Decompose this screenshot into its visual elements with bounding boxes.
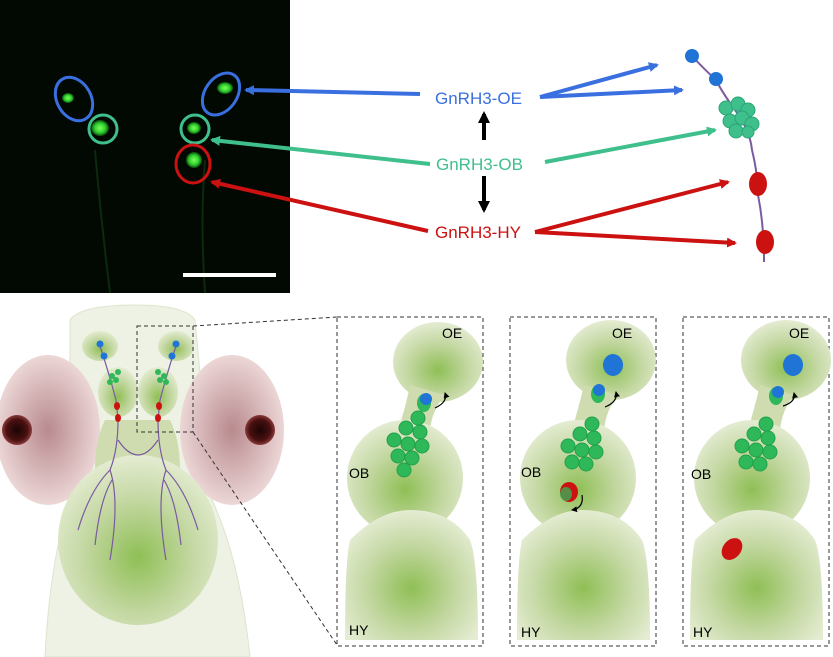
panel-2-oe: OE bbox=[612, 325, 632, 341]
blue-cell bbox=[685, 49, 699, 63]
gfp-cell bbox=[217, 82, 233, 94]
red-cell bbox=[749, 172, 767, 196]
panel-3-oe: OE bbox=[789, 325, 809, 341]
zoom-box bbox=[136, 325, 194, 433]
gfp-cell bbox=[91, 120, 109, 136]
label-gnrh3-ob: GnRH3-OB bbox=[436, 155, 523, 174]
gfp-cell bbox=[62, 93, 74, 103]
fish-head-schematic bbox=[0, 304, 338, 657]
panel-2-ob: OB bbox=[521, 464, 541, 480]
ob-arrow-to-image bbox=[210, 135, 431, 166]
hy-cells bbox=[114, 402, 162, 422]
hy-arrow-2 bbox=[534, 230, 737, 248]
hy-circle-right bbox=[174, 143, 212, 185]
panel-1-oe: OE bbox=[442, 325, 462, 341]
micrograph bbox=[0, 0, 290, 294]
panel-2: OE OB HY bbox=[509, 316, 657, 647]
right-pupil bbox=[245, 415, 275, 445]
panel-1: OE OB HY bbox=[336, 316, 484, 647]
micrograph-background bbox=[0, 0, 290, 293]
red-cell bbox=[756, 230, 774, 254]
green-cell-cluster bbox=[718, 96, 760, 139]
panel-1-hy: HY bbox=[349, 622, 369, 638]
panel-3-ob: OB bbox=[691, 466, 711, 482]
ob-circle-left bbox=[87, 113, 119, 145]
panel-1-ob: OB bbox=[349, 465, 369, 481]
gnrh-diagram: GnRH3-OE GnRH3-OB GnRH3-HY bbox=[210, 49, 774, 263]
axon-path bbox=[691, 55, 765, 263]
right-ob bbox=[138, 367, 178, 417]
ob-cells bbox=[107, 369, 169, 385]
ob-arrow bbox=[544, 126, 717, 164]
midbrain bbox=[58, 455, 218, 625]
label-gnrh3-oe: GnRH3-OE bbox=[435, 89, 522, 108]
right-eye bbox=[180, 355, 284, 505]
panel-3: OE OB HY bbox=[682, 316, 831, 647]
oe-arrow-1 bbox=[539, 62, 659, 99]
oe-arrow-to-image bbox=[244, 85, 421, 96]
oe-arrow-2 bbox=[539, 85, 684, 99]
oe-circle-right bbox=[200, 71, 242, 117]
hy-arrow-to-image bbox=[210, 178, 429, 233]
left-eye bbox=[0, 355, 100, 505]
zoom-line-bottom bbox=[192, 431, 338, 646]
left-ob bbox=[98, 367, 138, 417]
ob-circle-right bbox=[179, 113, 211, 145]
gnrh-fibers bbox=[77, 345, 199, 561]
zoom-line-top bbox=[192, 316, 338, 327]
left-pupil bbox=[2, 415, 32, 445]
blue-cell bbox=[709, 72, 723, 86]
hy-arrow-1 bbox=[534, 179, 730, 234]
panel-3-hy: HY bbox=[693, 624, 713, 640]
gfp-cell bbox=[186, 152, 202, 168]
label-gnrh3-hy: GnRH3-HY bbox=[435, 223, 521, 242]
panel-2-hy: HY bbox=[521, 624, 541, 640]
oe-circle-left bbox=[53, 75, 95, 123]
gfp-cell bbox=[187, 122, 201, 134]
